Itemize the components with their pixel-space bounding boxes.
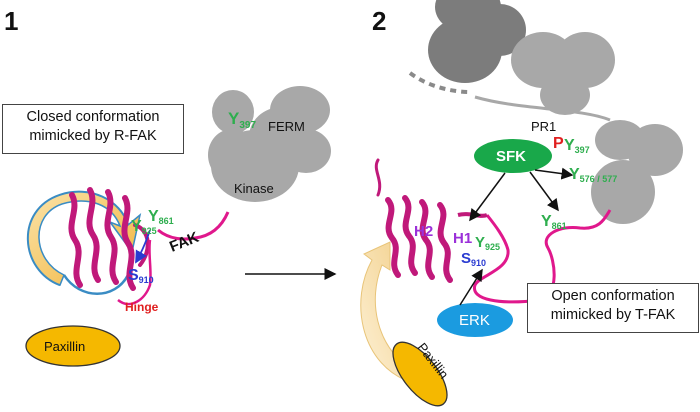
- helix-3: [104, 189, 119, 285]
- fat-helix-bundle-closed: [68, 187, 150, 291]
- open-helix-4: [437, 202, 453, 283]
- helix-1: [68, 192, 83, 288]
- open-lobe-2: [555, 32, 615, 88]
- rotation-arrow: [26, 190, 142, 295]
- helix-4: [121, 195, 136, 291]
- open-lobe-1: [511, 32, 575, 88]
- y576-577-label: Y576 / 577: [569, 166, 617, 184]
- upstream-protein-complex: [428, 0, 526, 83]
- phospho-label: P: [553, 135, 564, 152]
- y861-label-open: Y861: [541, 213, 567, 231]
- fak-label: FAK: [167, 229, 201, 256]
- open-caption-line1: Open conformation: [551, 288, 675, 304]
- pr1-label: PR1: [531, 119, 556, 134]
- fak-globular-domains-closed: [208, 86, 331, 202]
- y861-label-closed: Y861: [148, 208, 174, 226]
- sfk-to-y576-arrow: [534, 167, 574, 180]
- open-conformation-caption: Open conformation mimicked by T-FAK: [527, 283, 699, 333]
- s910-arrow-closed: [135, 229, 151, 264]
- h2-label: H2: [414, 223, 433, 240]
- kinase-lobe-open: [591, 160, 655, 224]
- open-lobe-3: [540, 75, 590, 115]
- kinase-label: Kinase: [234, 181, 274, 196]
- paxillin-label-closed: Paxillin: [44, 339, 85, 354]
- erk-label: ERK: [459, 312, 490, 329]
- ferm-label: FERM: [268, 119, 305, 134]
- closed-caption-line1: Closed conformation: [26, 109, 160, 125]
- open-helix-1: [385, 197, 401, 278]
- open-caption-line2: mimicked by T-FAK: [550, 307, 676, 323]
- sfk-to-y925-arrow: [469, 172, 506, 222]
- lobe-left: [208, 129, 256, 181]
- paxillin-approach-arrow: [360, 241, 413, 381]
- s910-label-closed: S910: [128, 267, 154, 285]
- fak-linker-closed: [157, 211, 230, 241]
- rotation-arrow-tail: [62, 274, 130, 295]
- sfk-label: SFK: [496, 148, 526, 165]
- panel-number-2: 2: [372, 6, 387, 36]
- hinge-label: Hinge: [125, 300, 159, 314]
- open-helix-2: [402, 195, 418, 276]
- dashed-connector: [408, 71, 471, 94]
- y397-label-closed: Y397: [228, 109, 256, 131]
- sfk-oval: [474, 139, 552, 173]
- closed-conformation-caption: Closed conformation mimicked by R-FAK: [2, 104, 184, 154]
- y925-label-open: Y925: [475, 234, 500, 252]
- paxillin-oval-closed: [25, 325, 121, 367]
- y925-label-closed: Y925: [131, 218, 157, 236]
- open-helix-3: [419, 199, 435, 280]
- ferm-lobe-small: [212, 90, 254, 134]
- pr1-linker: [474, 95, 611, 122]
- paxillin-oval-open: [392, 341, 448, 407]
- s910-label-open: S910: [461, 250, 486, 268]
- ferm-lobe-lower: [281, 129, 331, 173]
- dark-lobe-3: [474, 4, 526, 56]
- hinge-loop: [117, 239, 152, 306]
- fat-helix-bundle-open: [374, 158, 453, 283]
- fak-globular-domains-open: [474, 32, 683, 224]
- closed-caption-line2: mimicked by R-FAK: [29, 128, 157, 144]
- ferm-lobe: [270, 86, 330, 134]
- rotation-arrow-body: [27, 191, 142, 286]
- erk-to-s910-arrow: [459, 268, 483, 306]
- panel-number-1: 1: [4, 6, 19, 36]
- open-lobe-5: [627, 124, 683, 176]
- h1-label: H1: [453, 230, 472, 247]
- y397-label-open: Y397: [564, 137, 590, 155]
- erk-oval: [437, 303, 513, 337]
- helix-2: [86, 187, 101, 283]
- sfk-to-y861-arrow: [529, 171, 559, 212]
- open-helix-tail: [374, 158, 382, 197]
